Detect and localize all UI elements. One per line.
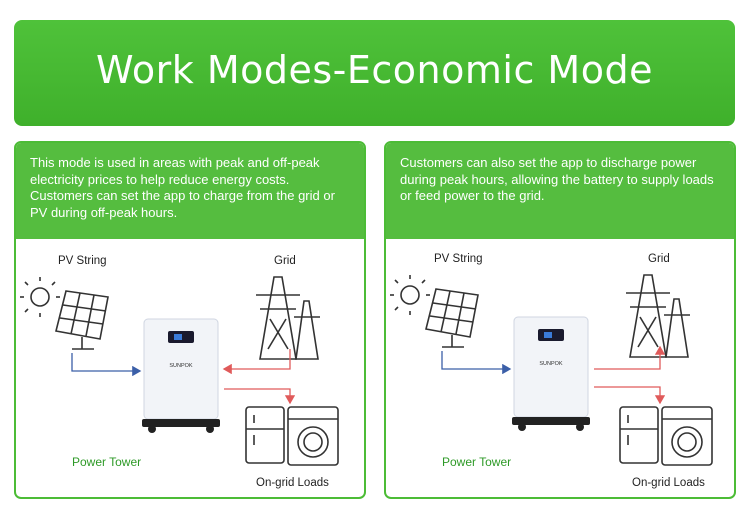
- sun-icon: [20, 277, 60, 317]
- grid-label: Grid: [274, 255, 296, 267]
- battery-tower-icon: [142, 318, 220, 433]
- power-tower-label: Power Tower: [72, 455, 142, 469]
- on-grid-loads-label: On-grid Loads: [632, 477, 705, 489]
- brand-label: SUNPOK: [169, 363, 193, 369]
- panel-header: This mode is used in areas with peak and…: [16, 143, 364, 239]
- solar-panel-icon: [55, 290, 109, 350]
- description-text: Customers can also set the app to discha…: [400, 155, 714, 203]
- transmission-tower-icon: [256, 276, 320, 360]
- panel-description: Customers can also set the app to discha…: [400, 155, 724, 205]
- washing-machine-icon: [287, 406, 339, 466]
- washing-machine-icon: [661, 406, 713, 466]
- sun-icon: [390, 275, 430, 315]
- panel-charge-mode: This mode is used in areas with peak and…: [14, 141, 366, 499]
- refrigerator-icon: [619, 406, 659, 464]
- panel-description: This mode is used in areas with peak and…: [30, 155, 354, 221]
- flow-diagram: SUNPOK: [390, 274, 713, 466]
- flow-diagram: SUNPOK: [20, 276, 339, 466]
- page-title: Work Modes-Economic Mode: [96, 48, 653, 92]
- pv-string-label: PV String: [58, 255, 107, 267]
- transmission-tower-icon: [626, 274, 690, 358]
- description-text: This mode is used in areas with peak and…: [30, 155, 335, 220]
- on-grid-loads-label: On-grid Loads: [256, 477, 329, 489]
- title-banner: Work Modes-Economic Mode: [14, 20, 735, 126]
- panel-header: Customers can also set the app to discha…: [386, 143, 734, 239]
- battery-tower-icon: [512, 316, 590, 431]
- grid-label: Grid: [648, 253, 670, 265]
- panel-discharge-mode: Customers can also set the app to discha…: [384, 141, 736, 499]
- solar-panel-icon: [425, 288, 479, 348]
- power-tower-label: Power Tower: [442, 455, 512, 469]
- brand-label: SUNPOK: [539, 361, 563, 367]
- refrigerator-icon: [245, 406, 285, 464]
- pv-string-label: PV String: [434, 253, 483, 265]
